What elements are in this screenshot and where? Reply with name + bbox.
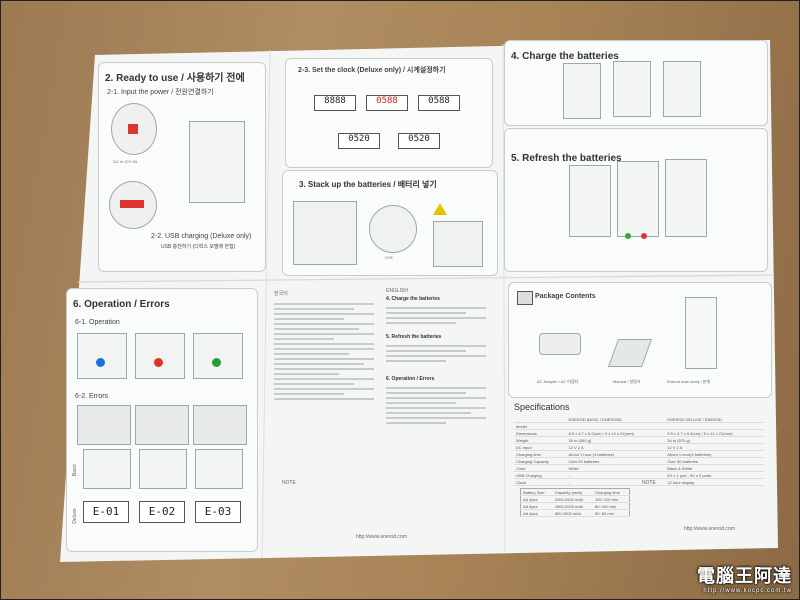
spec-url: http://www.enerod.com [684,526,735,532]
english-operation-heading: 6. Operation / Errors [386,376,434,382]
dc-input-label: DC in 12V 2A [113,159,137,164]
charger-unit-3 [663,61,701,117]
status-blue-box [77,333,127,379]
status-green-box [193,333,243,379]
site-watermark: 電腦王阿達 http://www.kocpc.com.tw [697,562,792,594]
clock-display-5: 0520 [398,133,440,149]
panel-operation-errors: 6. Operation / Errors 6-1. Operation 6-2… [66,288,258,552]
ch-label: CH1 [385,255,393,260]
korean-note-label: NOTE [282,480,296,486]
panel-set-clock: 2-3. Set the clock (Deluxe only) / 시계설정하… [285,58,493,168]
error-code-e03: E-03 [195,501,241,523]
section-4-title: 4. Charge the batteries [511,51,619,62]
led-blue-icon [96,358,105,367]
basic-error-3 [195,449,243,489]
section-2-3-title: 2-3. Set the clock (Deluxe only) / 시계설정하… [298,65,446,75]
package-box-icon [517,291,533,305]
refresh-unit-3 [665,159,707,237]
main-body-illustration [685,297,717,369]
english-charge-heading: 4. Charge the batteries [386,296,440,302]
battery-pair-illustration [369,205,417,253]
package-item-body: Enerod main body / 본체 [667,379,710,385]
english-header: ENGLISH [386,288,408,294]
error-code-e01: E-01 [83,501,129,523]
lid-illustration [433,221,483,267]
error-illustration-1 [77,405,131,445]
korean-header: 한국어 [274,290,288,297]
clock-display-4: 0520 [338,133,380,149]
clock-display-3: 0588 [418,95,460,111]
korean-instructions: 한국어 NOTE [270,290,378,540]
manual-illustration [608,339,652,367]
refresh-unit-1 [569,165,611,237]
ac-adapter-illustration [539,333,581,355]
watermark-text: 電腦王阿達 [697,566,792,586]
table-row: Clock-12 hour display [514,479,764,486]
section-2-2-title-kr: USB 충전하기 (디럭스 모델에 한함) [161,243,235,250]
charger-illustration [189,121,245,203]
section-6-1-title: 6-1. Operation [75,319,120,326]
charger-unit-2 [613,61,651,117]
section-5-title: 5. Refresh the batteries [511,153,622,164]
panel-stack-batteries: 3. Stack up the batteries / 배터리 넣기 CH1 [282,170,498,276]
table-row: Model [514,423,764,430]
section-2-title: 2. Ready to use / 사용하기 전에 [105,69,245,84]
panel-charge-batteries: 4. Charge the batteries [504,40,768,126]
usb-port-illustration [109,181,157,229]
power-port-illustration [111,103,157,155]
middle-url: http://www.enerod.com [356,534,407,540]
spec-table: ENEROD BASIC / ENERODE ENEROD DELUXE / E… [514,416,764,486]
basic-label: Basic [72,464,78,476]
led-red-icon [154,358,163,367]
package-title: Package Contents [535,293,596,300]
refresh-led-green [625,233,631,239]
package-item-adapter: AC Adapter / AC 어댑터 [537,379,578,385]
clock-display-2: 0588 [366,95,408,111]
english-instructions: ENGLISH 4. Charge the batteries 5. Refre… [382,288,498,540]
section-2-2-title: 2-2. USB charging (Deluxe only) [151,233,251,240]
error-illustration-2 [135,405,189,445]
led-green-icon [212,358,221,367]
watermark-url: http://www.kocpc.com.tw [697,588,792,594]
panel-ready-to-use: 2. Ready to use / 사용하기 전에 2-1. Input the… [98,62,266,272]
package-item-manual: Manual / 설명서 [613,379,641,385]
panel-refresh-batteries: 5. Refresh the batteries [504,128,768,272]
charger-unit-1 [563,63,601,119]
specifications-title: Specifications [514,402,570,412]
error-code-e02: E-02 [139,501,185,523]
deluxe-label: Deluxe [72,508,78,524]
warning-icon [433,203,447,215]
status-red-box [135,333,185,379]
spec-note-label: NOTE [642,480,656,486]
specifications: Specifications ENEROD BASIC / ENERODE EN… [512,398,770,544]
section-6-2-title: 6-2. Errors [75,393,108,400]
refresh-led-red [641,233,647,239]
section-6-title: 6. Operation / Errors [73,299,170,310]
english-refresh-heading: 5. Refresh the batteries [386,334,441,340]
clock-display-1: 8888 [314,95,356,111]
refresh-unit-2 [617,161,659,237]
section-2-1-title: 2-1. Input the power / 전원연결하기 [107,87,214,97]
section-3-title: 3. Stack up the batteries / 배터리 넣기 [299,179,437,190]
table-row: USB Charging-5V x 1 port , 5V x 2 ports [514,472,764,479]
battery-insert-illustration [293,201,357,265]
basic-error-2 [139,449,187,489]
error-illustration-3 [193,405,247,445]
panel-package-contents: Package Contents AC Adapter / AC 어댑터 Man… [508,282,772,398]
basic-error-1 [83,449,131,489]
